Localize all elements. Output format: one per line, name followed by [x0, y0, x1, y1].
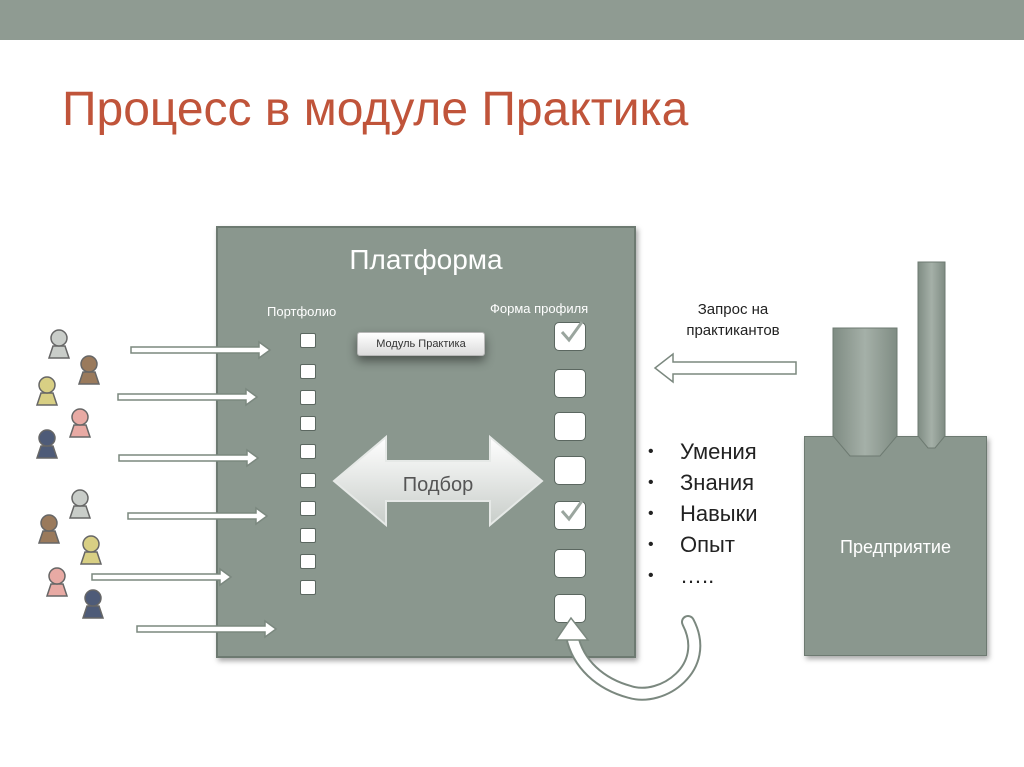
enterprise-label: Предприятие — [840, 537, 951, 557]
arrow-right-icon — [91, 567, 233, 587]
portfolio-checkbox[interactable] — [300, 416, 316, 431]
enterprise-block: Предприятие — [804, 436, 987, 656]
portfolio-checkbox[interactable] — [300, 473, 316, 488]
person-icon — [37, 514, 61, 544]
portfolio-checkbox[interactable] — [300, 528, 316, 543]
person-icon — [68, 489, 92, 519]
portfolio-checkbox[interactable] — [300, 501, 316, 516]
skill-item: Опыт — [648, 529, 758, 560]
portfolio-checkbox[interactable] — [300, 444, 316, 459]
person-icon — [35, 429, 59, 459]
person-icon — [79, 535, 103, 565]
platform-panel: Платформа Портфолио Форма профиля Модуль… — [216, 226, 636, 658]
request-label: Запрос на практикантов — [686, 301, 780, 339]
arrow-right-icon — [127, 506, 269, 526]
arrow-left-icon — [653, 352, 797, 384]
portfolio-label: Портфолио — [267, 304, 337, 319]
skill-item: Умения — [648, 436, 758, 467]
person-icon — [81, 589, 105, 619]
top-bar — [0, 0, 1024, 40]
arrow-right-icon — [136, 619, 278, 639]
portfolio-checkbox[interactable] — [300, 364, 316, 379]
factory-chimney — [832, 327, 898, 457]
slide-title: Процесс в модуле Практика — [62, 83, 689, 136]
profile-checkbox[interactable] — [554, 549, 586, 578]
portfolio-checkbox[interactable] — [300, 554, 316, 569]
check-icon — [560, 500, 584, 522]
selection-label: Подбор — [402, 474, 474, 496]
module-practice-button[interactable]: Модуль Практика — [357, 332, 485, 356]
double-arrow-icon — [332, 434, 544, 528]
portfolio-checkbox[interactable] — [300, 333, 316, 348]
person-icon — [47, 329, 71, 359]
person-icon — [77, 355, 101, 385]
platform-title: Платформа — [349, 244, 503, 275]
arrow-right-icon — [130, 340, 272, 360]
profile-checkbox-checked[interactable] — [554, 321, 586, 351]
factory-chimney — [917, 261, 946, 449]
profile-checkbox[interactable] — [554, 456, 586, 485]
person-icon — [45, 567, 69, 597]
portfolio-checkbox[interactable] — [300, 580, 316, 595]
arrow-right-icon — [118, 448, 260, 468]
skill-item: Знания — [648, 467, 758, 498]
skills-list: Умения Знания Навыки Опыт ….. — [648, 436, 758, 591]
profile-checkbox-checked[interactable] — [554, 500, 586, 530]
profile-form-label: Форма профиля — [490, 301, 589, 316]
profile-checkbox[interactable] — [554, 412, 586, 441]
curved-arrow-icon — [554, 615, 702, 701]
person-icon — [68, 408, 92, 438]
skill-item: Навыки — [648, 498, 758, 529]
profile-checkbox[interactable] — [554, 369, 586, 398]
portfolio-checkbox[interactable] — [300, 390, 316, 405]
arrow-right-icon — [117, 387, 259, 407]
person-icon — [35, 376, 59, 406]
check-icon — [560, 321, 584, 343]
skill-item: ….. — [648, 560, 758, 591]
